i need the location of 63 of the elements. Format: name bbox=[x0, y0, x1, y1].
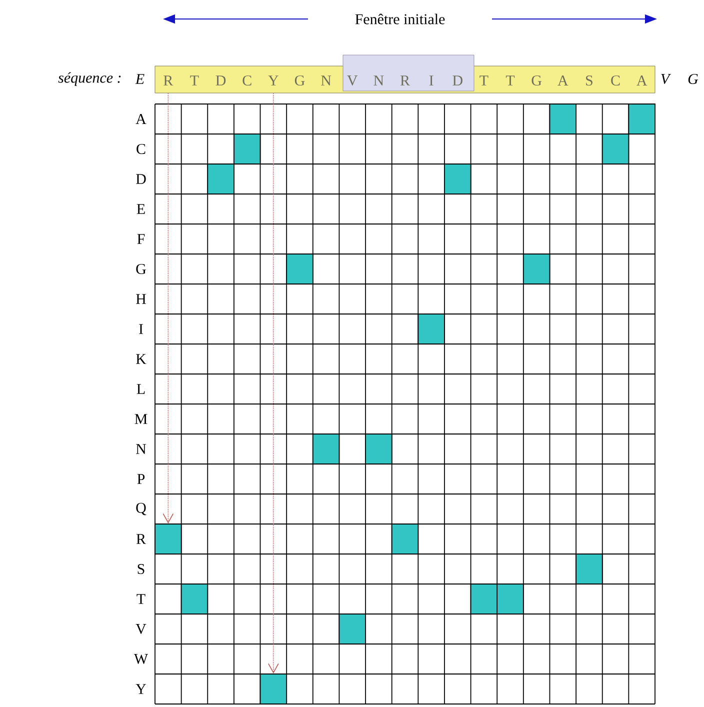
row-letter: H bbox=[136, 294, 146, 304]
filled-cell bbox=[207, 164, 234, 194]
sequence-letter: A bbox=[558, 76, 568, 86]
row-letter: F bbox=[137, 234, 145, 244]
sequence-letter: D bbox=[452, 76, 462, 86]
window-label: Fenêtre initiale bbox=[355, 14, 445, 24]
row-letter: L bbox=[136, 384, 145, 394]
sequence-letter: D bbox=[216, 76, 226, 86]
row-letter: A bbox=[136, 114, 146, 124]
residue-letter: V bbox=[661, 74, 672, 84]
sequence-letter: S bbox=[586, 75, 592, 86]
row-letter: G bbox=[136, 264, 146, 274]
filled-cell bbox=[418, 314, 445, 344]
row-letter: I bbox=[139, 324, 143, 334]
filled-cell bbox=[338, 614, 366, 644]
sequence-letter: C bbox=[242, 75, 252, 86]
sequence-letter: C bbox=[611, 75, 620, 86]
filled-cell bbox=[234, 134, 261, 164]
row-letter: Y bbox=[136, 684, 146, 694]
row-letter: C bbox=[136, 144, 146, 154]
sequence-letter: T bbox=[506, 76, 515, 86]
residue-letter: G bbox=[688, 74, 698, 84]
sequence-letter: Y bbox=[268, 76, 278, 86]
row-letter: T bbox=[136, 594, 146, 604]
sequence-letter: G bbox=[294, 75, 305, 86]
filled-cell bbox=[286, 254, 314, 284]
row-letter: M bbox=[134, 414, 148, 424]
sequence-letter: T bbox=[190, 76, 199, 86]
filled-cell bbox=[391, 524, 419, 554]
row-letter: K bbox=[136, 354, 146, 364]
row-letter: D bbox=[136, 174, 146, 184]
sequence-letter: N bbox=[321, 76, 332, 86]
sequence-letter: N bbox=[374, 76, 384, 86]
filled-cell bbox=[522, 254, 550, 284]
filled-cell bbox=[365, 434, 392, 464]
arrow bbox=[268, 92, 279, 674]
row-letter: E bbox=[136, 204, 145, 214]
arrow bbox=[162, 92, 174, 524]
filled-cell bbox=[496, 584, 524, 614]
sequence-letter: A bbox=[636, 76, 648, 86]
filled-cell bbox=[154, 524, 182, 554]
filled-cell bbox=[549, 104, 576, 134]
sequence-letter: R bbox=[164, 76, 174, 86]
filled-cell bbox=[470, 584, 498, 614]
sequence-label: séquence : bbox=[58, 72, 121, 86]
sequence-letter: G bbox=[532, 75, 542, 86]
sequence-letter: T bbox=[480, 76, 488, 86]
row-letter: S bbox=[138, 564, 144, 574]
filled-cell bbox=[576, 554, 603, 584]
sequence-letter: R bbox=[400, 76, 410, 86]
row-letter: W bbox=[134, 654, 148, 664]
filled-cell bbox=[180, 584, 208, 614]
filled-cell bbox=[260, 674, 288, 704]
filled-cell bbox=[602, 134, 630, 164]
sequence-letter: I bbox=[429, 76, 434, 86]
sequence-letter: V bbox=[347, 75, 358, 86]
filled-cell bbox=[444, 164, 472, 194]
filled-cell bbox=[312, 434, 340, 464]
row-letter: V bbox=[136, 624, 146, 634]
row-letter: Q bbox=[136, 502, 146, 516]
row-letter: P bbox=[137, 474, 145, 484]
row-letter: N bbox=[136, 444, 146, 454]
filled-cell bbox=[628, 104, 656, 134]
